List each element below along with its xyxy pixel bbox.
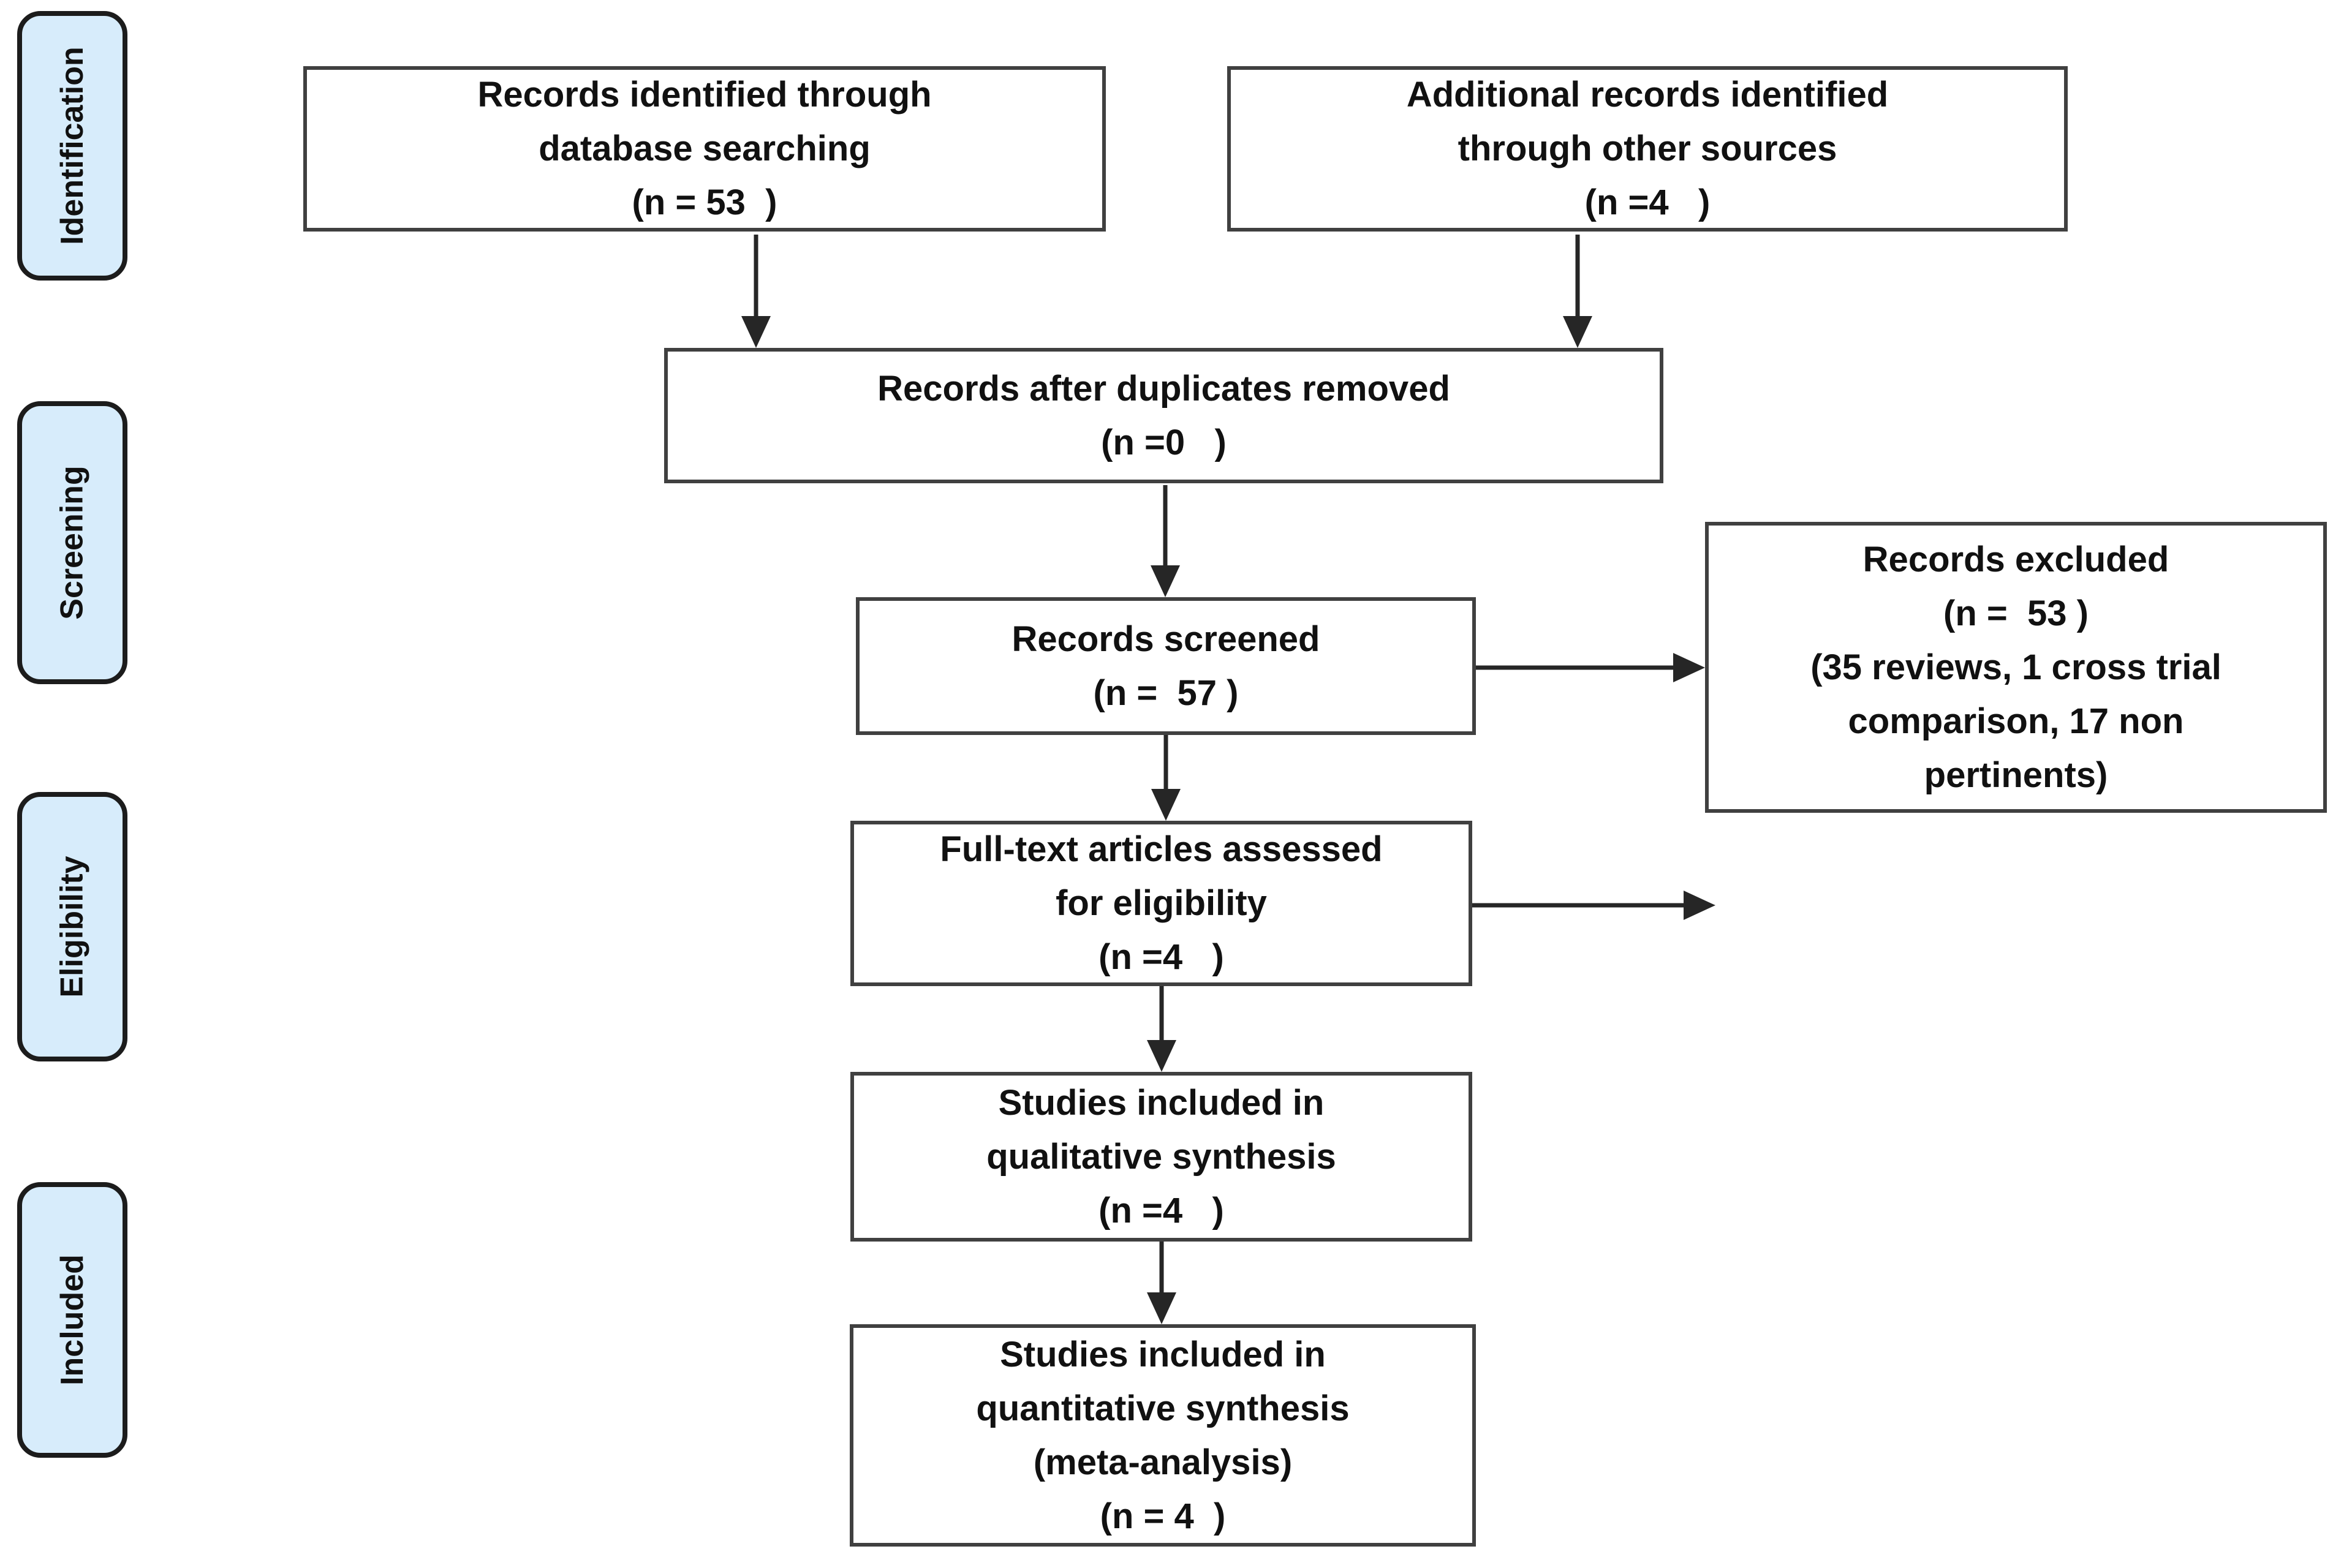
stage-screening: Screening [17, 401, 127, 684]
box-qualitative-synthesis-text: Studies included in qualitative synthesi… [986, 1082, 1336, 1231]
box-additional-records-text: Additional records identified through ot… [1406, 75, 1889, 222]
box-full-text-assessed-text: Full-text articles assessed for eligibil… [940, 829, 1383, 977]
box-duplicates-removed: Records after duplicates removed (n =0 ) [664, 348, 1663, 483]
box-quantitative-synthesis: Studies included in quantitative synthes… [850, 1324, 1476, 1547]
box-records-screened: Records screened (n = 57 ) [856, 597, 1476, 735]
stage-eligibility: Eligibility [17, 792, 127, 1061]
box-quantitative-synthesis-text: Studies included in quantitative synthes… [976, 1334, 1350, 1536]
box-records-excluded-text: Records excluded (n = 53 ) (35 reviews, … [1810, 539, 2221, 795]
stage-eligibility-label: Eligibility [55, 856, 91, 998]
box-records-excluded: Records excluded (n = 53 ) (35 reviews, … [1705, 522, 2327, 813]
box-full-text-assessed: Full-text articles assessed for eligibil… [850, 821, 1472, 986]
box-additional-records: Additional records identified through ot… [1227, 66, 2068, 232]
stage-identification-label: Identification [55, 47, 90, 245]
box-records-screened-text: Records screened (n = 57 ) [1011, 619, 1320, 713]
box-qualitative-synthesis: Studies included in qualitative synthesi… [850, 1072, 1472, 1242]
box-records-identified: Records identified through database sear… [303, 66, 1106, 232]
stage-screening-label: Screening [55, 466, 91, 620]
stage-included-label: Included [55, 1254, 91, 1385]
box-records-identified-text: Records identified through database sear… [477, 75, 932, 222]
stage-identification: Identification [17, 11, 127, 281]
stage-included: Included [17, 1182, 127, 1458]
box-duplicates-removed-text: Records after duplicates removed (n =0 ) [877, 368, 1450, 462]
